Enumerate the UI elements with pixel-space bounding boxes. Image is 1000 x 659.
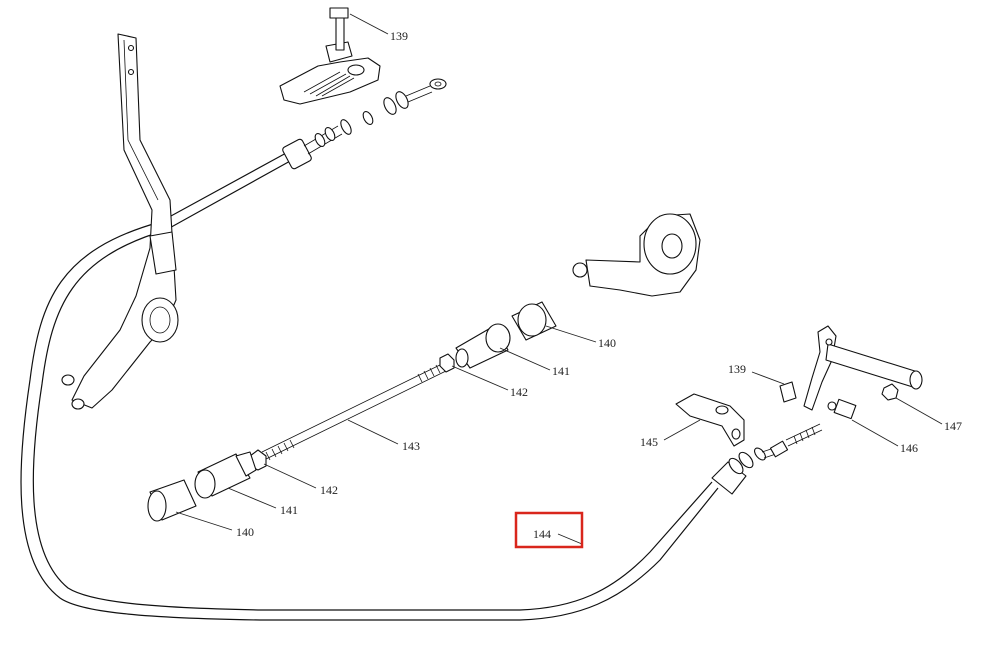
- callout-145: 145: [640, 435, 658, 449]
- callout-141-upper: 141: [552, 364, 570, 378]
- right-bracket-bore: [661, 233, 683, 259]
- callout-141-lower: 141: [280, 503, 298, 517]
- callout-142-lower: 142: [320, 483, 338, 497]
- main-cable-outer: [20, 151, 719, 621]
- top-bracket-slots: [303, 71, 355, 97]
- upper-rod-tip: [405, 85, 433, 103]
- right-bracket-with-bushing: [572, 213, 701, 297]
- main-cable-inner: [32, 159, 713, 611]
- bracket-145-slot: [731, 428, 741, 440]
- nut-142-upper: [439, 353, 455, 373]
- rod-thread-marks-right: [417, 364, 441, 383]
- top-clip-139: [329, 7, 349, 19]
- sleeve-141-lower-neck: [235, 451, 257, 477]
- lower-ferrule-rings: [728, 447, 766, 475]
- clip-139-lower: [779, 381, 797, 403]
- highlight-box-144: [514, 511, 584, 549]
- callout-labels: 139 140 141 142 143 142 141 140 144 145 …: [236, 29, 962, 541]
- right-lever-147: [779, 325, 923, 420]
- sleeve-141-upper-face: [485, 323, 511, 353]
- sleeve-141-lower-face: [194, 469, 216, 499]
- callout-144: 144: [533, 527, 551, 541]
- bracket-145: [675, 393, 745, 447]
- pin-146: [833, 398, 857, 420]
- top-pin-139: [335, 15, 345, 51]
- upper-cable-end: [282, 78, 447, 170]
- right-lever-shaft: [825, 343, 919, 389]
- rod-assembly-143: [147, 301, 557, 522]
- right-lever-shaft-end: [909, 370, 923, 390]
- main-cable-assembly: [20, 151, 719, 621]
- nut-147: [881, 383, 899, 401]
- callout-142-upper: 142: [510, 385, 528, 399]
- right-lever-arm: [803, 325, 837, 411]
- top-bracket-plate: [279, 57, 381, 105]
- callout-139-right: 139: [728, 362, 746, 376]
- right-lever-pin-hole: [825, 338, 833, 346]
- upper-rod-eye: [429, 78, 447, 90]
- callout-147: 147: [944, 419, 962, 433]
- upper-ferrule: [282, 138, 312, 170]
- callout-146: 146: [900, 441, 918, 455]
- sleeve-141-upper-neck: [455, 348, 469, 368]
- lower-collar: [769, 440, 789, 458]
- rod-thread-marks-left: [265, 439, 295, 461]
- pedal-clamp: [149, 231, 177, 275]
- bushing-140-upper-face: [517, 303, 547, 337]
- callout-139-top: 139: [390, 29, 408, 43]
- pedal-arm: [61, 33, 179, 410]
- top-bracket-hole: [347, 64, 365, 76]
- leader-lines: [175, 13, 943, 545]
- lower-thread-marks: [793, 426, 816, 445]
- callout-140-upper: 140: [598, 336, 616, 350]
- pedal-arm-body: [71, 33, 177, 409]
- lower-cable-end: [711, 423, 823, 495]
- pin-146-tip: [827, 401, 837, 411]
- pedal-hub: [141, 297, 179, 343]
- upper-thread-rings: [314, 91, 409, 148]
- threaded-rod-143: [261, 361, 449, 461]
- pedal-arm-hole-2: [127, 68, 135, 76]
- bracket-145-plate: [675, 393, 745, 447]
- bushing-140-lower-face: [147, 490, 167, 522]
- callout-140-lower: 140: [236, 525, 254, 539]
- bracket-145-hole: [715, 405, 729, 415]
- right-bracket-ball: [572, 262, 588, 278]
- pedal-arm-hole-1: [127, 44, 135, 52]
- lower-thread-rod: [785, 423, 823, 447]
- top-lever-bracket: [279, 7, 381, 105]
- pedal-pin-upper: [61, 374, 75, 386]
- pedal-arm-edge: [123, 39, 159, 201]
- callout-143: 143: [402, 439, 420, 453]
- pedal-pin-lower: [71, 398, 85, 410]
